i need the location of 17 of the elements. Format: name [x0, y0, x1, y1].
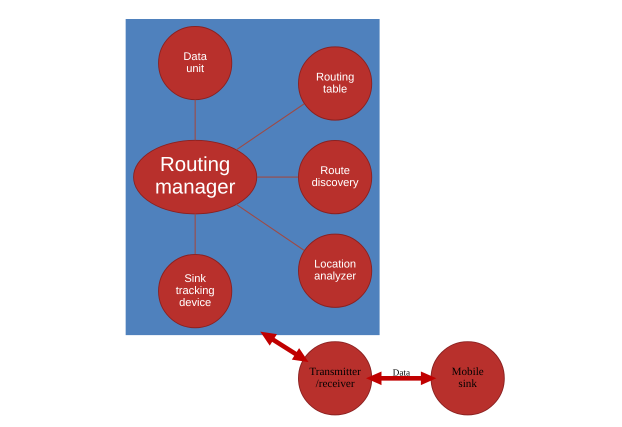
cluster — [125, 19, 380, 336]
node-circle: Mobile sink — [430, 341, 504, 416]
edge-label: Data — [392, 368, 410, 378]
connector — [236, 204, 304, 251]
arrow — [365, 372, 436, 386]
arrow — [260, 332, 308, 362]
node-circle: Data unit — [158, 26, 232, 100]
node-circle: Sink tracking device — [158, 254, 232, 328]
node-circle: Transmitter /receiver — [298, 341, 372, 416]
connector — [236, 103, 304, 150]
connector — [256, 176, 298, 178]
node-circle: Location analyzer — [298, 234, 372, 308]
node-ellipse: Routing manager — [132, 140, 257, 214]
node-circle: Routing table — [298, 46, 372, 121]
node-circle: Route discovery — [298, 140, 372, 214]
connector — [194, 100, 196, 140]
connector — [194, 214, 196, 254]
